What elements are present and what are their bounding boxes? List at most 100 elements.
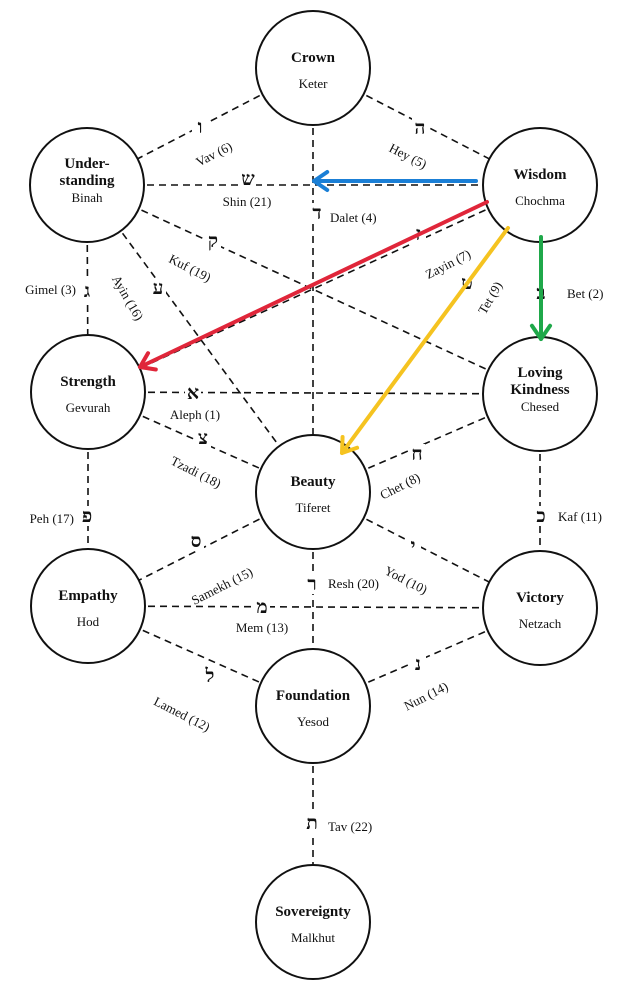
- path-label: Shin (21): [223, 194, 272, 209]
- node-circle: [482, 127, 598, 243]
- hebrew-letter: צ: [198, 427, 208, 449]
- letter-background: [309, 203, 325, 223]
- path-label: Bet (2): [567, 286, 603, 301]
- letter-background: [79, 281, 95, 301]
- path-label: Ayin (16): [109, 272, 147, 323]
- node-title: Crown: [291, 50, 336, 66]
- arrowhead-icon: [340, 435, 360, 455]
- node-subtitle: Netzach: [519, 616, 562, 631]
- hebrew-letter: מ: [256, 596, 267, 618]
- node-subtitle: Yesod: [297, 714, 329, 729]
- hebrew-letter: י: [411, 535, 416, 557]
- letter-background: [195, 428, 211, 448]
- letter-background: [304, 813, 320, 833]
- node-title: Under-: [64, 156, 109, 172]
- node-title: Foundation: [276, 688, 351, 704]
- path-label: Mem (13): [236, 620, 288, 635]
- path-label: Tav (22): [328, 819, 372, 834]
- hebrew-letter: כ: [536, 505, 545, 527]
- letter-background: [79, 506, 95, 526]
- node-subtitle: Tiferet: [296, 500, 331, 515]
- path-label: Vav (6): [193, 139, 234, 170]
- node-subtitle: Chochma: [515, 193, 565, 208]
- path-label: Peh (17): [30, 511, 74, 526]
- hebrew-letter: ת: [306, 812, 318, 834]
- letter-background: [150, 278, 166, 298]
- hebrew-letter: ק: [208, 230, 218, 252]
- hebrew-letter: ו: [198, 116, 203, 138]
- letter-background: [188, 531, 204, 551]
- letter-background: [533, 506, 549, 526]
- node-circle: [482, 550, 598, 666]
- node-title: standing: [59, 173, 115, 189]
- node-circle: [30, 334, 146, 450]
- node-subtitle: Hod: [77, 614, 100, 629]
- path-label: Dalet (4): [330, 210, 377, 225]
- hebrew-letter: ד: [312, 202, 321, 224]
- hebrew-letter: ע: [153, 277, 164, 299]
- letter-background: [202, 666, 218, 686]
- node-title: Beauty: [291, 474, 337, 490]
- arrowhead-icon: [138, 351, 158, 372]
- arrow-wisdom-loving-kindness: [529, 235, 553, 341]
- node-circle: [29, 127, 145, 243]
- hebrew-letter: פ: [82, 505, 92, 527]
- arrow-shaft: [340, 226, 510, 455]
- arrow-wisdom-beauty: [340, 226, 510, 455]
- arrowhead-icon: [312, 169, 330, 193]
- node-subtitle: Chesed: [521, 399, 560, 414]
- node-circle: [255, 434, 371, 550]
- node-title: Empathy: [58, 588, 118, 604]
- path-label: Tet (9): [475, 279, 505, 317]
- arrowhead-icon: [529, 323, 553, 341]
- path-understanding-beauty: [86, 184, 314, 493]
- node-subtitle: Malkhut: [291, 930, 335, 945]
- hebrew-letter: ר: [307, 573, 316, 595]
- path-label: Resh (20): [328, 576, 379, 591]
- letter-background: [185, 383, 201, 403]
- path-label: Yod (10): [382, 563, 430, 597]
- node-circle: [255, 10, 371, 126]
- letter-background: [192, 117, 208, 137]
- hebrew-letter: א: [187, 382, 199, 404]
- letter-background: [405, 536, 421, 556]
- node-subtitle: Binah: [71, 190, 103, 205]
- path-empathy-victory: [87, 605, 541, 609]
- hebrew-letter: נ: [415, 653, 421, 675]
- path-label: Tzadi (18): [168, 453, 223, 491]
- node-title: Loving: [517, 365, 563, 381]
- letter-background: [412, 118, 428, 138]
- path-label: Kaf (11): [558, 509, 602, 524]
- node-circle: [255, 648, 371, 764]
- arrow-shaft: [138, 200, 489, 369]
- node-circle: [255, 864, 371, 980]
- path-label: Aleph (1): [170, 407, 220, 422]
- node-circle: [30, 548, 146, 664]
- hebrew-letter: ש: [241, 168, 255, 190]
- node-title: Kindness: [510, 382, 569, 398]
- node-title: Victory: [516, 590, 564, 606]
- hebrew-letter: ס: [191, 530, 202, 552]
- hebrew-letter: ל: [205, 665, 215, 687]
- path-label: Nun (14): [401, 679, 450, 714]
- path-label: Gimel (3): [25, 282, 76, 297]
- path-strength-loving-kindness: [87, 391, 541, 395]
- node-subtitle: Keter: [299, 76, 329, 91]
- letter-background: [254, 597, 270, 617]
- path-label: Lamed (12): [151, 693, 212, 734]
- letter-background: [240, 169, 256, 189]
- path-label: Samekh (15): [189, 564, 255, 608]
- path-label: Hey (5): [387, 140, 430, 172]
- path-label: Chet (8): [377, 470, 422, 503]
- letter-background: [304, 574, 320, 594]
